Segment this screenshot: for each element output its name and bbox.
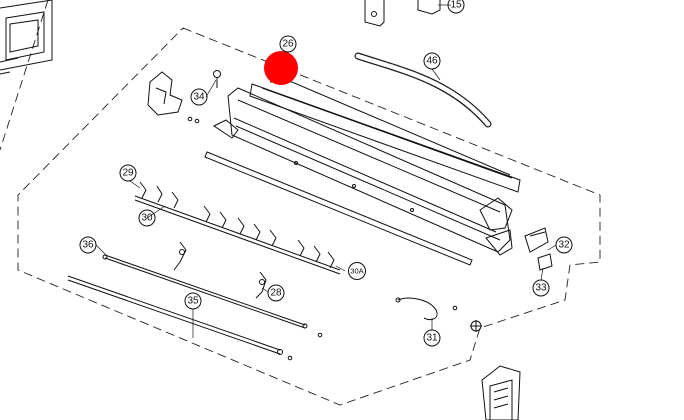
louver-bar-assembly xyxy=(134,181,341,275)
side-assembly-boundary-dashed xyxy=(0,0,49,151)
mounting-bracket-part xyxy=(364,0,441,27)
housing-frame-part xyxy=(0,0,53,75)
callout-label: 34 xyxy=(193,92,205,103)
remote-control-part xyxy=(481,365,521,420)
highlight-marker xyxy=(264,51,298,85)
callout-label: 26 xyxy=(282,39,294,50)
fastener-parts xyxy=(287,305,458,361)
callout-29: 29 xyxy=(119,164,137,182)
callout-34: 34 xyxy=(190,88,208,106)
main-frame-assembly xyxy=(213,87,513,256)
sensor-cable-part xyxy=(395,297,482,332)
lower-guide-bar-part xyxy=(204,151,473,266)
callout-label: 15 xyxy=(450,0,462,11)
callout-46: 46 xyxy=(423,52,441,70)
callout-label: 36 xyxy=(82,240,94,251)
callout-label: 30 xyxy=(141,213,153,224)
callout-label: 31 xyxy=(426,333,438,344)
flexible-duct-inner xyxy=(355,53,491,127)
link-rod-part-36 xyxy=(102,254,308,329)
callout-28: 28 xyxy=(267,284,285,302)
callout-label: 29 xyxy=(122,168,134,179)
right-side-cover-part xyxy=(524,227,553,271)
leader-lines xyxy=(95,4,557,338)
small-screw-part xyxy=(187,70,221,124)
guide-bracket-part xyxy=(147,71,183,116)
callout-26: 26 xyxy=(279,35,297,53)
callout-label: 28 xyxy=(270,288,282,299)
callout-label: 30A xyxy=(350,267,363,276)
callout-31: 31 xyxy=(423,329,441,347)
callout-35: 35 xyxy=(184,292,202,310)
callout-30: 30 xyxy=(138,209,156,227)
callout-label: 33 xyxy=(535,283,547,294)
flexible-duct-part xyxy=(354,52,492,128)
assembly-boundary-dashed xyxy=(17,27,601,406)
upper-rail-part xyxy=(249,81,521,193)
callout-label: 35 xyxy=(187,296,199,307)
callout-36: 36 xyxy=(79,236,97,254)
callout-32: 32 xyxy=(555,236,573,254)
link-rod-part-35 xyxy=(67,275,283,355)
callout-33: 33 xyxy=(532,279,550,297)
callout-label: 32 xyxy=(558,240,570,251)
callout-30a: 30A xyxy=(348,262,366,280)
callout-15: 15 xyxy=(447,0,465,14)
motor-arm-part xyxy=(173,241,267,299)
callout-label: 46 xyxy=(426,56,438,67)
